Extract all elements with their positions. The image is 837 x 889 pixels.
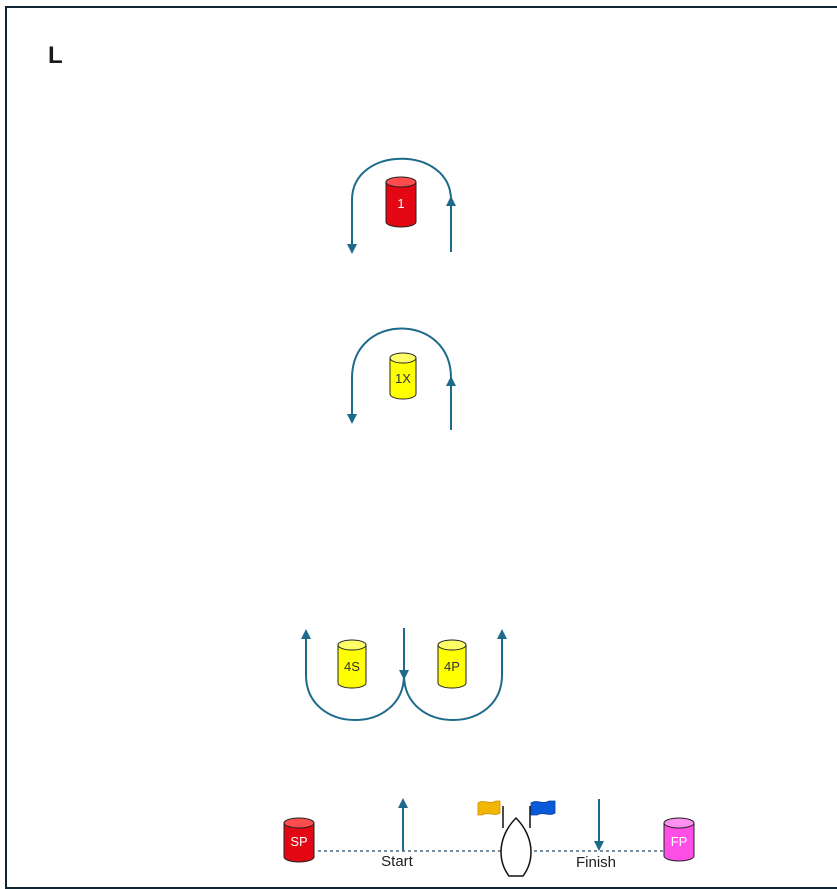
buoy-fp: FP <box>663 817 695 862</box>
buoy-1: 1 <box>385 176 417 228</box>
finish-label: Finish <box>576 854 616 871</box>
buoy-sp-label: SP <box>290 834 307 849</box>
arrow-down-icon <box>594 841 604 851</box>
buoy-fp-label: FP <box>671 834 688 849</box>
arrow-down-icon <box>347 414 357 424</box>
turn-path-buoy-1x <box>351 327 452 430</box>
buoy-1-label: 1 <box>397 196 404 211</box>
buoy-4p: 4P <box>437 639 467 689</box>
diagram-frame <box>5 6 837 889</box>
turn-path-buoy-4s <box>305 628 405 721</box>
buoy-1x: 1X <box>389 352 417 400</box>
buoy-1x-label: 1X <box>395 371 411 386</box>
arrow-up-icon <box>446 196 456 206</box>
arrow-down-icon <box>399 670 409 680</box>
blue-flag-icon <box>530 800 556 816</box>
arrow-up-icon <box>398 798 408 808</box>
buoy-4p-label: 4P <box>444 659 460 674</box>
arrow-up-icon <box>446 376 456 386</box>
turn-path-buoy-1 <box>351 157 452 252</box>
arrow-up-icon <box>301 629 311 639</box>
turn-path-buoy-4p <box>403 636 503 721</box>
arrow-down-icon <box>347 244 357 254</box>
buoy-sp: SP <box>283 817 315 863</box>
buoy-4s: 4S <box>337 639 367 689</box>
start-label: Start <box>381 853 414 870</box>
arrow-up-icon <box>497 629 507 639</box>
yellow-flag-icon <box>477 800 501 816</box>
panel-letter: L <box>48 42 63 69</box>
boat-icon <box>500 806 532 877</box>
buoy-4s-label: 4S <box>344 659 360 674</box>
